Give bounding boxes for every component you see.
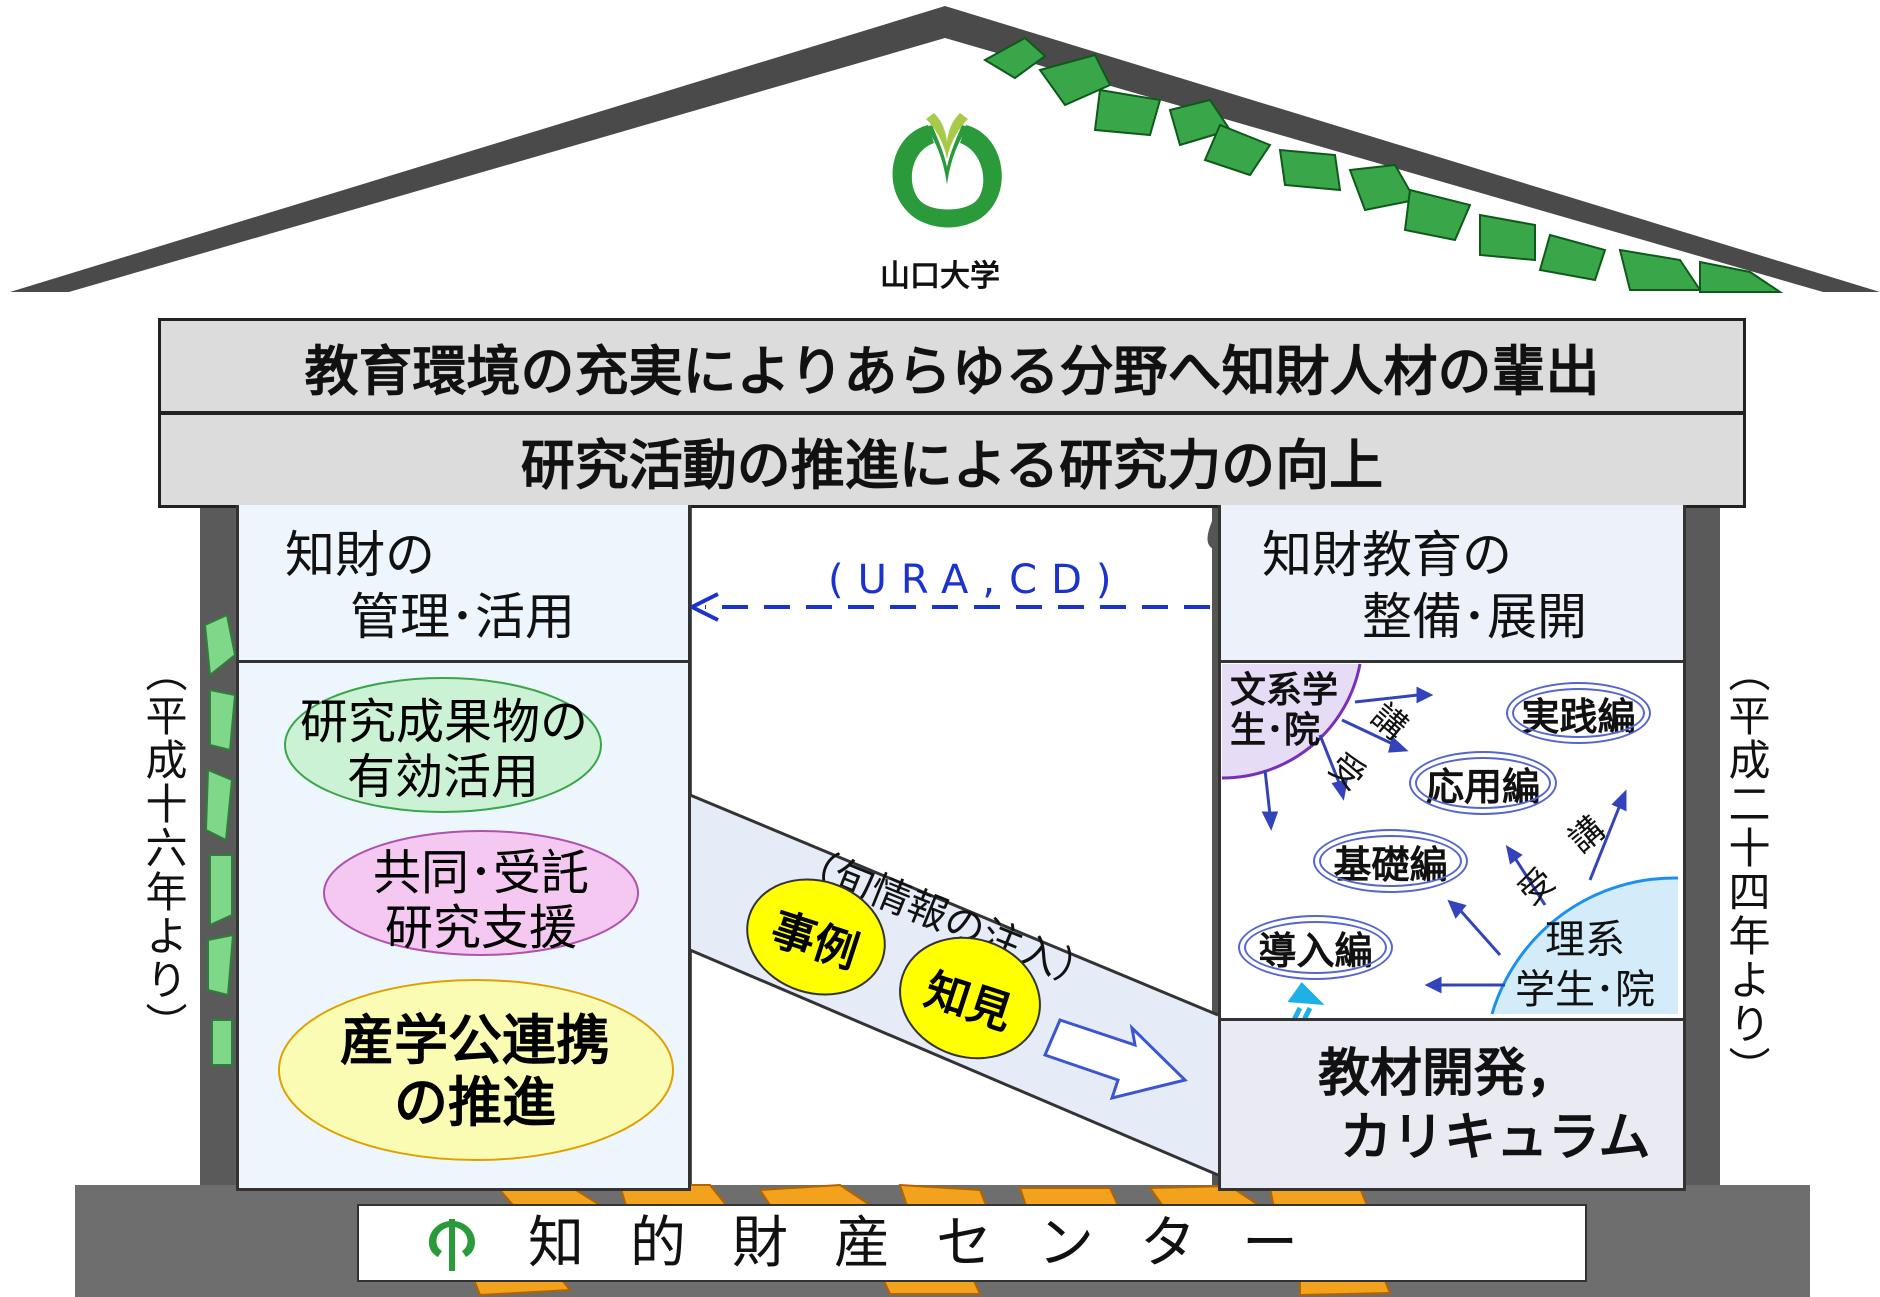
inner-frame-right — [1212, 505, 1218, 1185]
level-basic: 基礎編 — [1313, 829, 1468, 893]
research-results-line2: 有効活用 — [346, 749, 539, 806]
joint-research-line2: 研究支援 — [384, 900, 577, 957]
pillar-right — [1680, 505, 1720, 1185]
industry-academia-text: 産学公連携 の推進 — [300, 1009, 650, 1135]
university-logo-icon — [892, 113, 1002, 228]
joint-research-line1: 共同･受託 — [372, 845, 589, 901]
side-label-right: （平成二十四年より） — [1722, 650, 1771, 1090]
industry-academia-line2: の推進 — [394, 1071, 556, 1135]
level-intro: 導入編 — [1238, 915, 1393, 980]
side-label-left: （平成十六年より） — [139, 650, 188, 1046]
research-results-text: 研究成果物の 有効活用 — [300, 694, 589, 806]
humanities-region — [1222, 664, 1360, 779]
level-practice: 実践編 — [1506, 682, 1651, 744]
foundation-plate — [357, 1204, 1587, 1282]
pillar-leaves — [203, 613, 237, 1066]
left-panel-title-1: 知財の — [285, 526, 435, 584]
research-results-line1: 研究成果物の — [300, 694, 589, 750]
banner-second: 研究活動の推進による研究力の向上 — [158, 412, 1746, 508]
right-panel-title-1: 知財教育の — [1262, 526, 1512, 584]
curriculum-box — [1218, 1018, 1686, 1191]
level-applied-label: 応用編 — [1425, 764, 1540, 809]
level-intro-label: 導入編 — [1258, 929, 1373, 973]
science-label-2: 学生･院 — [1515, 967, 1655, 1013]
ip-center-icon — [420, 1215, 484, 1273]
ip-center-name: 知的財産センター — [528, 1211, 1344, 1276]
link-label: (URA,CD) — [828, 557, 1126, 603]
level-basic-label: 基礎編 — [1333, 842, 1448, 887]
ellipse-industry-academia — [278, 979, 674, 1161]
curriculum-line2: カリキュラム — [1340, 1108, 1651, 1168]
ellipse-research-results — [284, 677, 602, 813]
level-practice-label: 実践編 — [1521, 694, 1636, 739]
humanities-label-1: 文系学 — [1230, 670, 1339, 711]
curriculum-line1: 教材開発， — [1318, 1044, 1579, 1104]
science-region — [1492, 877, 1678, 1014]
right-panel-title-2: 整備･展開 — [1362, 588, 1587, 646]
left-panel-title-2: 管理･活用 — [350, 588, 575, 646]
university-name: 山口大学 — [880, 259, 1000, 294]
roof-leaves — [982, 36, 1784, 293]
university-logo — [878, 105, 1016, 233]
science-label-1: 理系 — [1545, 917, 1625, 963]
ellipse-joint-research — [323, 830, 639, 956]
humanities-label-2: 生･院 — [1230, 710, 1321, 751]
industry-academia-line1: 産学公連携 — [340, 1009, 610, 1072]
joint-research-text: 共同･受託 研究支援 — [338, 845, 624, 957]
flow-arrow — [1042, 1018, 1188, 1101]
level-applied: 応用編 — [1409, 751, 1557, 815]
